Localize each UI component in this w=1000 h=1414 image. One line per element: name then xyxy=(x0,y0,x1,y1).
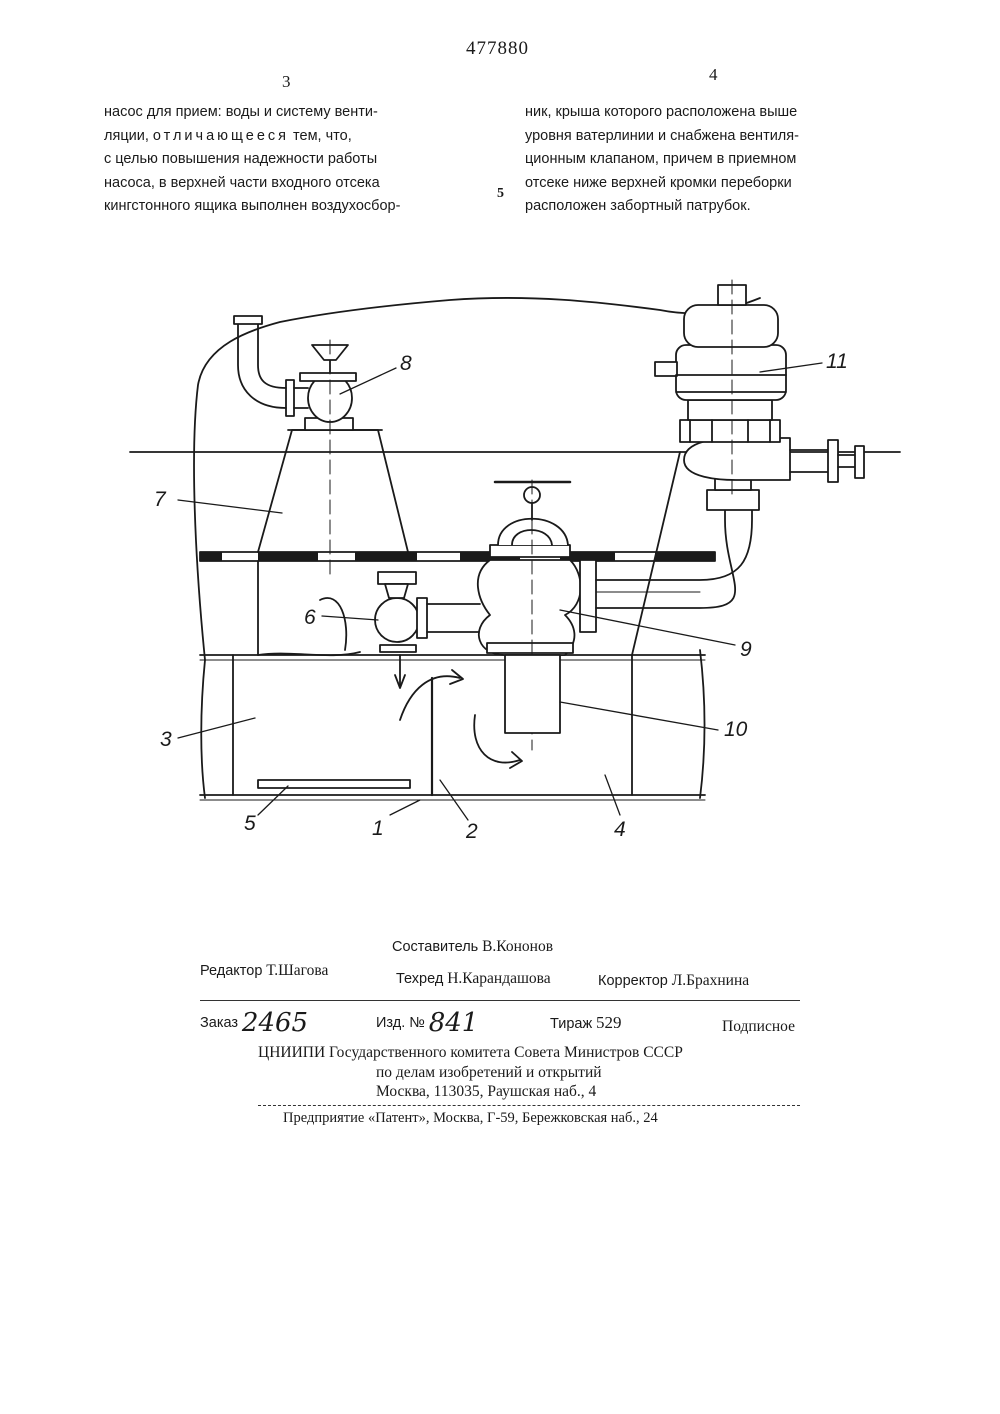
kingston-box-drawing: 1 2 3 4 5 6 7 8 9 10 11 xyxy=(129,279,901,843)
imprint-rule-top xyxy=(200,1000,800,1001)
text-line: ник, крыша которого расположена выше xyxy=(525,104,798,120)
margin-line-number: 5 xyxy=(497,186,504,201)
imprint-corrector: Корректор Л.Брахнина xyxy=(598,972,750,989)
text-line: ляции, отличающееся тем, что, xyxy=(104,127,352,144)
grating xyxy=(257,779,411,789)
figure-label-6: 6 xyxy=(304,606,316,629)
imprint-edition: Изд. № 841 xyxy=(376,1008,479,1038)
imprint-compiler: Составитель В.Кононов xyxy=(392,938,554,955)
hull-outline-right xyxy=(699,649,706,799)
figure-label-11: 11 xyxy=(826,350,848,373)
intake-nozzle xyxy=(504,654,561,734)
figure-label-2: 2 xyxy=(465,820,478,843)
text-line: отсеке ниже верхней кромки переборки xyxy=(525,174,792,191)
imprint-rule-bottom xyxy=(258,1105,800,1106)
figure-label-4: 4 xyxy=(614,818,626,841)
pump-valve xyxy=(476,479,597,751)
text-line: насоса, в верхней части входного отсека xyxy=(104,174,380,191)
figure-label-3: 3 xyxy=(160,728,172,751)
figure-label-10: 10 xyxy=(724,718,748,741)
imprint-editor: Редактор Т.Шагова xyxy=(200,962,329,979)
pump xyxy=(654,279,865,501)
imprint-org-line1: ЦНИИПИ Государственного комитета Совета … xyxy=(258,1044,683,1061)
figure-label-1: 1 xyxy=(372,817,384,840)
edition-number-handwritten: 841 xyxy=(428,1008,479,1038)
vent-valve xyxy=(233,315,357,423)
imprint-order: Заказ 2465 xyxy=(200,1008,309,1038)
emphasized-phrase: отличающееся xyxy=(152,127,290,144)
text-line: ционным клапаном, причем в приемном xyxy=(525,151,797,167)
imprint-subscription: Подписное xyxy=(722,1018,795,1035)
hull-outline-left xyxy=(200,659,206,799)
intake-valve xyxy=(374,571,481,653)
figure-label-8: 8 xyxy=(400,352,412,375)
imprint-techred: Техред Н.Карандашова xyxy=(396,970,551,987)
patent-number: 477880 xyxy=(466,38,529,59)
text-line: с целью повышения надежности работы xyxy=(104,151,378,167)
imprint-org-line3: Москва, 113035, Раушская наб., 4 xyxy=(376,1083,597,1100)
text-line: расположен забортный патрубок. xyxy=(525,198,751,214)
flow-arrow xyxy=(473,714,521,764)
imprint-org-line2: по делам изобретений и открытий xyxy=(376,1064,602,1081)
figure-label-5: 5 xyxy=(244,812,256,835)
column-number-right: 4 xyxy=(709,65,718,84)
text-column-left: насос для прием: воды и систему венти- л… xyxy=(104,101,400,219)
text-line: насос для прием: воды и систему венти- xyxy=(104,104,378,120)
text-line: уровня ватерлинии и снабжена вентиля- xyxy=(525,127,799,144)
imprint-enterprise: Предприятие «Патент», Москва, Г-59, Бере… xyxy=(283,1110,658,1126)
column-number-left: 3 xyxy=(282,72,291,91)
flow-arrow xyxy=(399,675,461,721)
imprint-circulation: Тираж 529 xyxy=(550,1013,622,1032)
air-collector xyxy=(257,429,409,553)
text-column-right: ник, крыша которого расположена выше уро… xyxy=(525,101,799,219)
figure-label-7: 7 xyxy=(154,488,167,511)
text-line: кингстонного ящика выполнен воздухосбор- xyxy=(104,198,401,214)
pump-foundation xyxy=(631,451,681,656)
leader-lines xyxy=(177,362,823,821)
order-number-handwritten: 2465 xyxy=(241,1008,309,1038)
figure-label-9: 9 xyxy=(740,638,752,661)
